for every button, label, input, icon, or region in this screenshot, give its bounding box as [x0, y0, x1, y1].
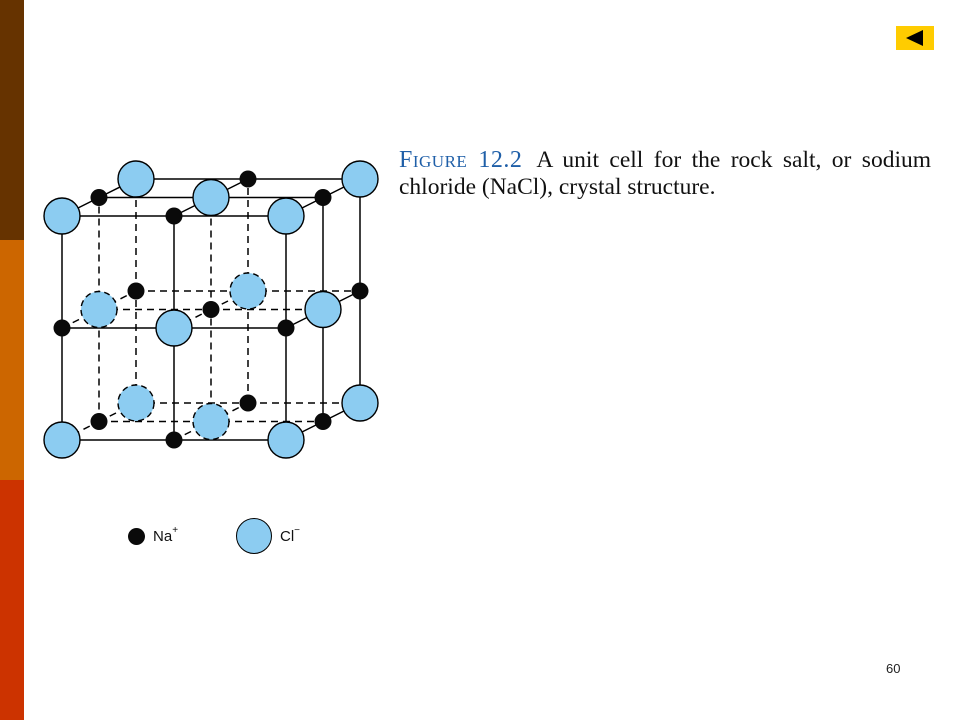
- na-ion-swatch: [128, 527, 145, 545]
- figure-number: 12.2: [478, 147, 523, 173]
- na-ion: [314, 413, 332, 430]
- figure-label: Figure 12.2: [399, 147, 522, 173]
- na-ion: [127, 282, 145, 300]
- na-ion: [277, 319, 295, 337]
- cl-ion: [304, 290, 342, 329]
- na-ion: [239, 170, 257, 188]
- na-ion: [202, 301, 220, 318]
- legend-item-na: Na+: [128, 516, 178, 556]
- cl-ion: [117, 384, 155, 422]
- figure-label-word: Figure: [399, 147, 468, 173]
- sidebar-accent: [0, 0, 24, 720]
- cl-ion: [192, 402, 230, 441]
- cl-ion: [267, 421, 305, 459]
- cl-ion: [117, 160, 155, 198]
- na-ion: [165, 207, 183, 225]
- na-ion: [90, 413, 108, 430]
- cl-ion: [155, 309, 193, 347]
- cl-ion-swatch: [236, 518, 272, 554]
- triangle-left-icon: [896, 26, 934, 50]
- cl-ion: [341, 384, 379, 422]
- cl-ion: [341, 160, 379, 198]
- sidebar-band-top: [0, 0, 24, 240]
- cl-charge: −: [294, 525, 301, 536]
- na-ion: [165, 431, 183, 449]
- back-button[interactable]: [896, 26, 934, 50]
- na-symbol: Na: [153, 528, 173, 545]
- cl-ion: [229, 272, 267, 310]
- cl-ion: [43, 197, 81, 235]
- cl-symbol: Cl: [280, 528, 295, 545]
- legend-item-cl: Cl−: [236, 516, 300, 556]
- figure-caption-text: A unit cell for the rock salt, or sodium…: [399, 147, 931, 200]
- sidebar-band-middle: [0, 240, 24, 480]
- cl-ion: [80, 290, 118, 329]
- sidebar-band-bottom: [0, 480, 24, 720]
- na-ion: [314, 189, 332, 206]
- na-ion: [53, 319, 71, 337]
- cl-ion: [267, 197, 305, 235]
- cl-ion: [43, 421, 81, 459]
- na-ion: [90, 189, 108, 206]
- cl-ion-label: Cl−: [280, 525, 301, 545]
- page-number: 60: [886, 661, 901, 676]
- nacl-unit-cell-diagram: [43, 160, 379, 459]
- na-ion: [351, 282, 369, 300]
- na-ion: [239, 394, 257, 412]
- na-charge: +: [172, 525, 179, 536]
- cl-ion: [192, 178, 230, 217]
- na-ion-label: Na+: [153, 525, 179, 545]
